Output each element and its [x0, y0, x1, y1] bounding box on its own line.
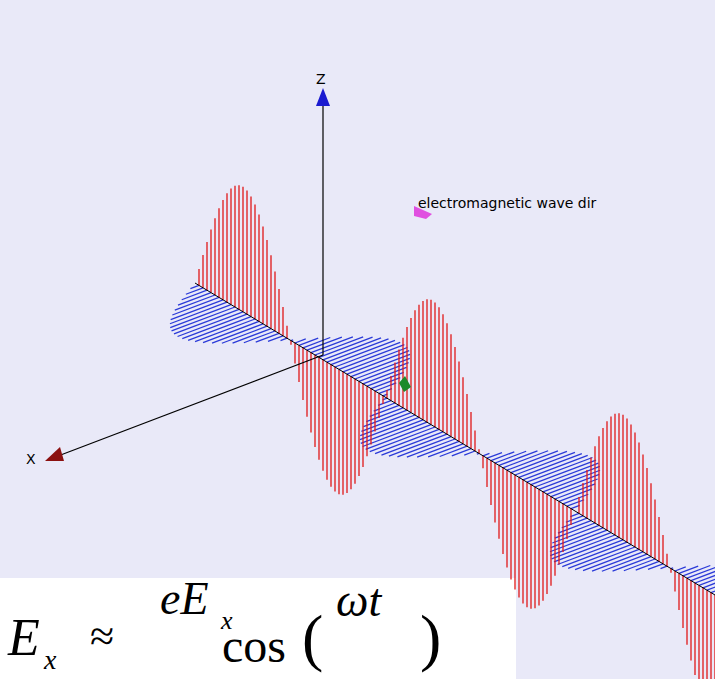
wave-strokes	[170, 185, 715, 679]
axis-label: electromagnetic wave dir	[418, 196, 596, 210]
z-axis	[322, 100, 323, 355]
formula-symbol: cos	[222, 622, 286, 670]
formula-panel	[0, 578, 516, 679]
formula-symbol: E	[8, 612, 40, 664]
x-arrowhead	[45, 447, 64, 461]
z-arrowhead	[316, 88, 330, 106]
axis-label: Z	[316, 72, 326, 86]
formula-symbol: )	[420, 606, 441, 670]
formula-symbol: ≈	[90, 615, 114, 659]
formula-symbol: ωt	[336, 578, 381, 624]
axis-marker	[399, 376, 411, 392]
axis-label: X	[26, 452, 36, 466]
formula-symbol: x	[44, 646, 56, 674]
formula-symbol: eE	[160, 576, 209, 622]
x-axis	[58, 355, 323, 456]
y-axis	[195, 283, 715, 595]
formula-symbol: (	[302, 606, 323, 670]
